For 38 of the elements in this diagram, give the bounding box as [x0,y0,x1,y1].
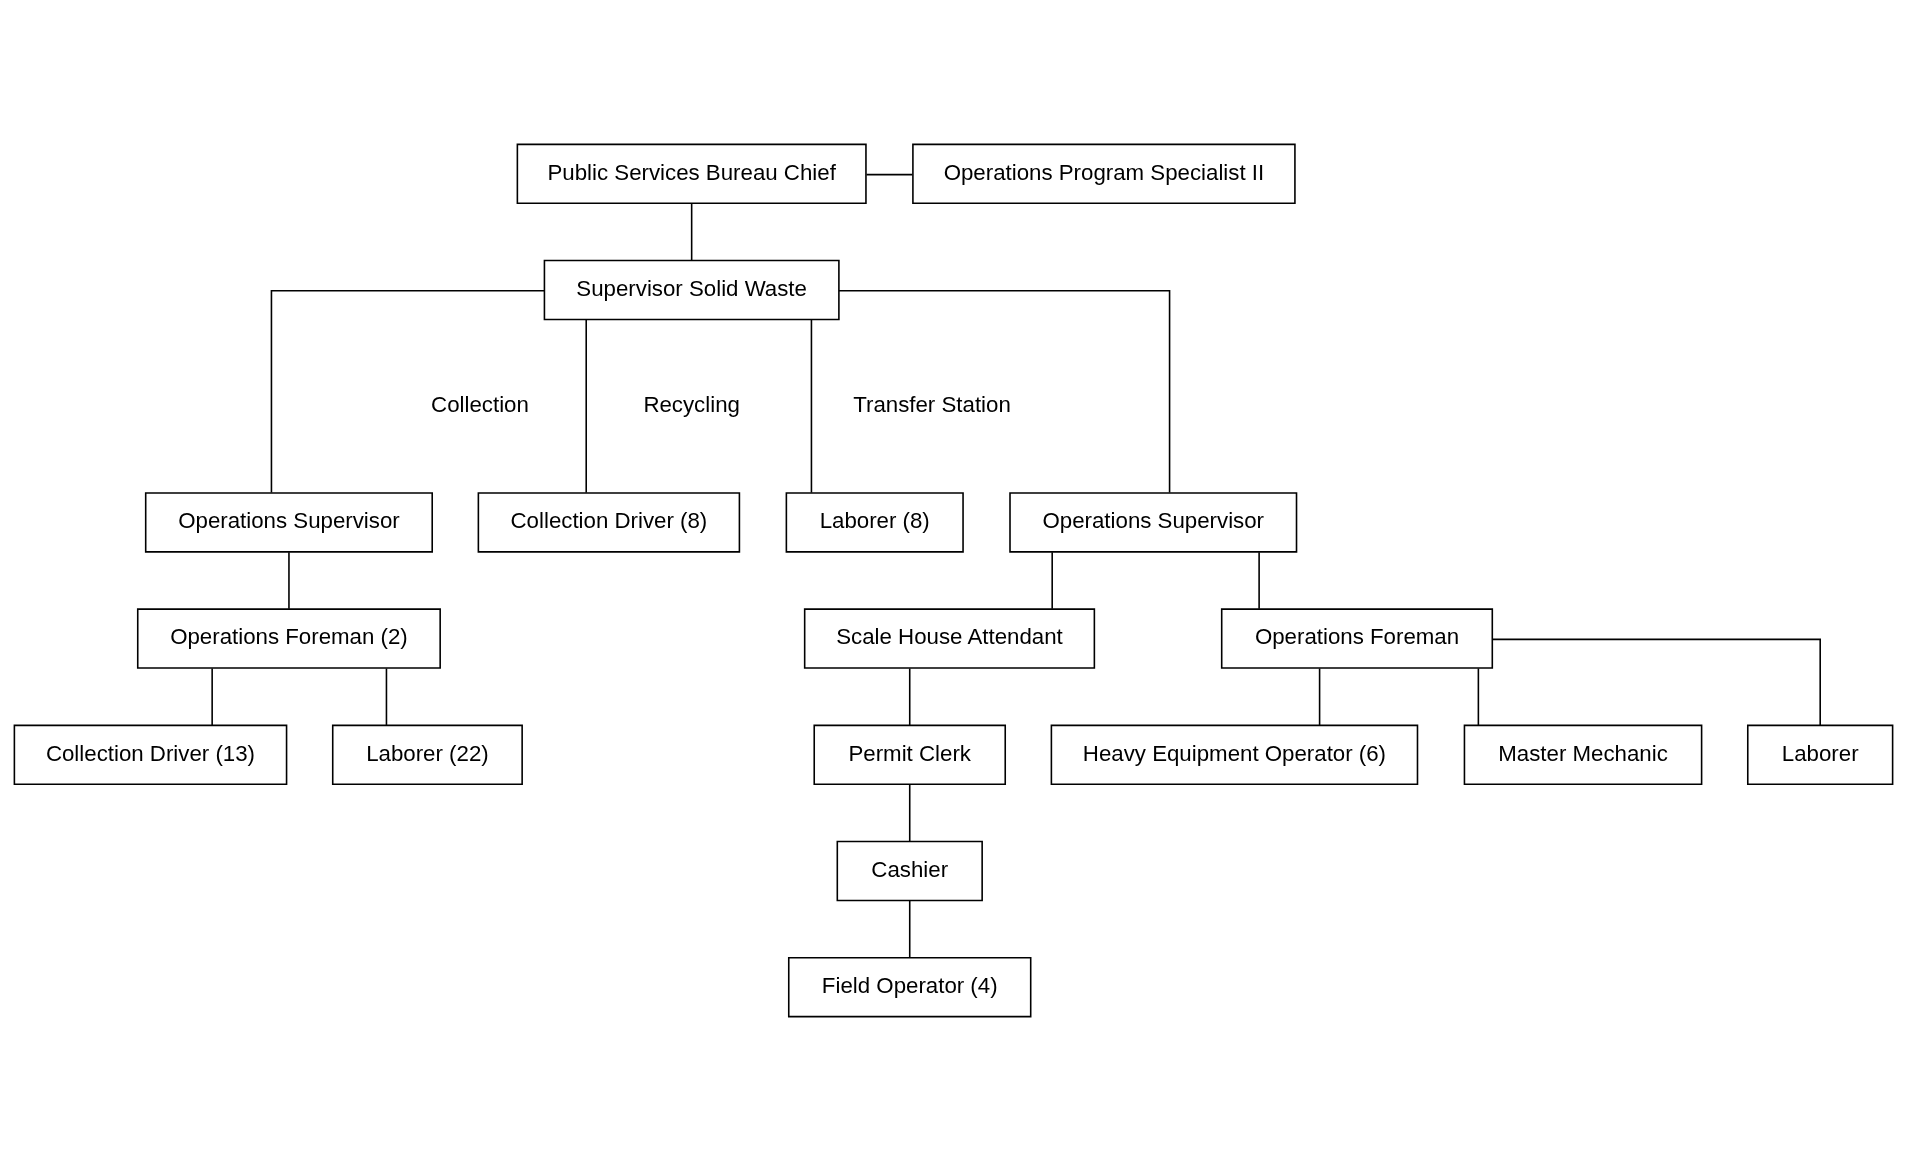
connector [1318,667,1321,726]
node-box: Collection Driver (13) [13,724,288,786]
label: Recycling [643,392,740,418]
connector [1051,551,1053,610]
connector [810,319,813,494]
node-box: Supervisor Solid Waste [543,259,840,321]
connector [1258,551,1260,610]
connector [385,667,388,726]
connector [908,783,911,842]
connector [270,290,545,494]
connector [288,551,290,610]
connector [908,667,911,726]
connector [838,290,1171,494]
node-box: Operations Foreman [1220,608,1494,669]
node-box: Collection Driver (8) [477,492,741,553]
node-box: Operations Supervisor [144,492,433,553]
node-box: Master Mechanic [1463,724,1703,786]
connector [865,173,914,176]
node-box: Operations Supervisor [1009,492,1298,553]
node-box: Field Operator (4) [787,956,1032,1018]
node-box: Operations Foreman (2) [136,608,441,669]
connector [908,900,911,959]
node-box: Public Services Bureau Chief [516,143,867,205]
node-box: Laborer (22) [331,724,523,786]
node-box: Laborer [1746,724,1894,786]
connector [585,319,587,494]
node-box: Scale House Attendant [803,608,1096,669]
label: Collection [431,392,529,418]
node-box: Cashier [836,840,983,902]
connector [1492,638,1821,726]
node-box: Laborer (8) [785,492,964,553]
node-box: Permit Clerk [813,724,1007,786]
connector [1477,667,1480,726]
node-box: Heavy Equipment Operator (6) [1050,724,1419,786]
connector [211,667,213,726]
connector [690,202,693,261]
node-box: Operations Program Specialist II [912,143,1296,205]
label: Transfer Station [853,392,1011,418]
